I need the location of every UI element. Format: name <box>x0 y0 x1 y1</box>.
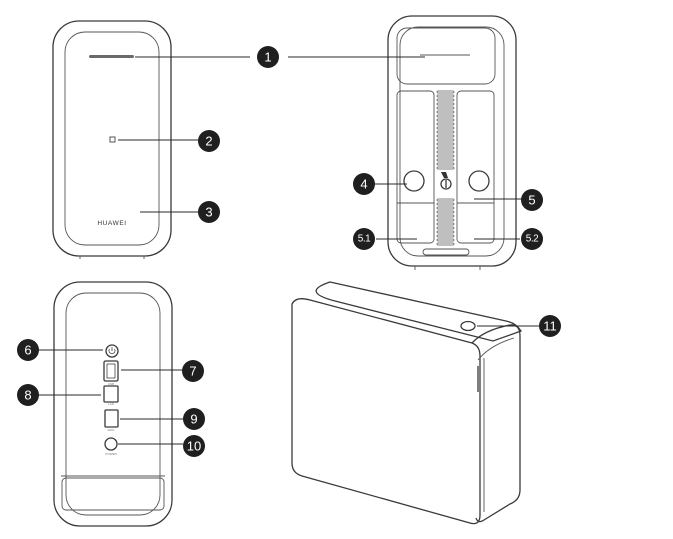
top-cover-panel <box>396 27 496 85</box>
vent-slot <box>436 138 455 142</box>
top-face <box>315 281 522 342</box>
key-icon <box>441 172 448 178</box>
vent-slot <box>436 150 455 154</box>
vent-slot <box>436 226 455 230</box>
wan-port[interactable] <box>104 409 119 428</box>
vent-slot <box>436 102 455 106</box>
callout-6-label: 6 <box>24 343 31 358</box>
vent-slot <box>436 122 455 126</box>
vent-slot <box>436 110 455 114</box>
callout-3: 3 <box>198 201 220 223</box>
left-mount-panel <box>396 90 435 244</box>
callout-1: 1 <box>257 46 279 68</box>
right-mount-panel <box>456 90 495 244</box>
usb-port[interactable] <box>103 360 119 382</box>
vent-slot <box>436 118 455 122</box>
callout-8-label: 8 <box>24 388 31 403</box>
vent-slot <box>436 98 455 102</box>
front-view: HUAWEI <box>52 20 172 259</box>
callout-5-2: 5.2 <box>521 228 543 250</box>
callout-6: 6 <box>17 339 39 361</box>
indicator-light-bar <box>89 55 134 58</box>
bottom-handle <box>422 248 470 256</box>
callout-5-label: 5 <box>528 193 535 208</box>
lan-port[interactable] <box>103 385 119 403</box>
usb-port-label: USB <box>108 382 114 386</box>
vent-slot <box>436 222 455 226</box>
ventilation-slots <box>436 90 455 246</box>
lock-icon <box>440 178 452 190</box>
vent-slot <box>436 242 455 246</box>
vent-slot <box>436 206 455 210</box>
vent-slot <box>436 158 455 162</box>
vent-slot <box>436 142 455 146</box>
callout-5: 5 <box>521 189 543 211</box>
vent-slot <box>436 238 455 242</box>
vent-slot <box>436 202 455 206</box>
callout-5-1: 5.1 <box>353 228 375 250</box>
callout-2-label: 2 <box>205 134 212 149</box>
back-view <box>387 15 517 270</box>
callout-4-label: 4 <box>360 177 367 192</box>
vent-slot <box>436 198 455 202</box>
callout-3-label: 3 <box>205 205 212 220</box>
vent-slot <box>436 106 455 110</box>
vent-slot <box>436 210 455 214</box>
screw-hole-left <box>403 170 425 192</box>
vent-slot <box>436 218 455 222</box>
wan-port-label: WAN <box>108 428 115 432</box>
callout-5-1-label: 5.1 <box>358 234 371 245</box>
power-jack-label: POWER <box>105 452 117 456</box>
callout-11: 11 <box>539 315 561 337</box>
perspective-view <box>291 281 522 525</box>
leader-lines <box>38 56 540 445</box>
vent-slot <box>436 154 455 158</box>
vent-slot <box>436 114 455 118</box>
power-icon <box>108 348 116 355</box>
side-port-view: USB LAN WAN POWER <box>53 281 173 527</box>
power-button[interactable] <box>105 344 119 358</box>
lan-port-label: LAN <box>108 402 114 406</box>
top-button[interactable] <box>460 320 476 332</box>
callout-10: 10 <box>183 435 205 457</box>
vent-slot <box>436 230 455 234</box>
callout-9-label: 9 <box>190 412 197 427</box>
vent-slot <box>436 214 455 218</box>
right-face <box>471 324 521 523</box>
nfc-sensor-icon <box>109 136 116 143</box>
front-face <box>291 298 481 525</box>
vent-slot <box>436 90 455 94</box>
screw-hole-right <box>468 170 490 192</box>
callout-10-label: 10 <box>187 439 201 454</box>
callout-7-label: 7 <box>189 364 196 379</box>
vent-slot <box>436 166 455 170</box>
vent-slot <box>436 130 455 134</box>
callout-2: 2 <box>198 130 220 152</box>
power-jack[interactable] <box>104 437 118 451</box>
vent-slot <box>436 234 455 238</box>
vent-slot <box>436 94 455 98</box>
callout-1-label: 1 <box>264 50 271 65</box>
vent-slot <box>436 146 455 150</box>
callout-5-2-label: 5.2 <box>526 234 539 245</box>
brand-logo: HUAWEI <box>97 220 126 227</box>
vent-slot <box>436 134 455 138</box>
callout-9: 9 <box>183 408 205 430</box>
callout-4: 4 <box>353 173 375 195</box>
callout-7: 7 <box>182 360 204 382</box>
vent-slot <box>436 126 455 130</box>
callout-11-label: 11 <box>543 319 557 334</box>
vent-slot <box>436 162 455 166</box>
callout-8: 8 <box>17 384 39 406</box>
